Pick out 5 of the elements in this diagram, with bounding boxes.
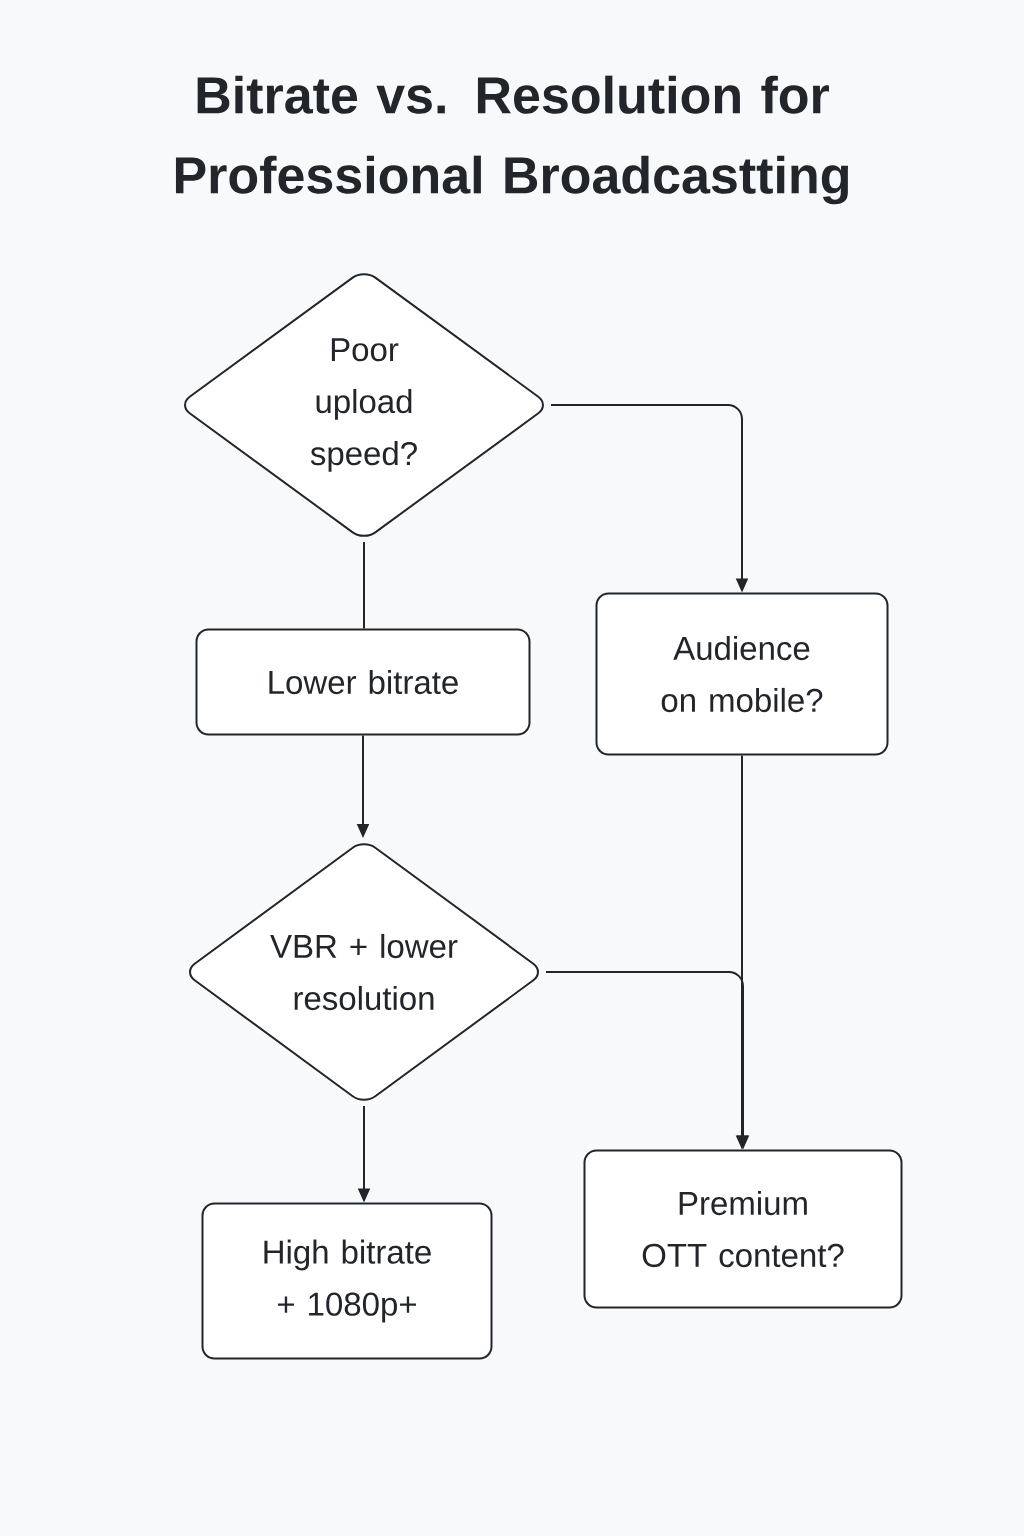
process-box: Lower bitrate xyxy=(195,628,531,736)
process-box: High bitrate + 1080p+ xyxy=(201,1202,493,1360)
process-box: Premium OTT content? xyxy=(583,1149,903,1309)
process-box: Audience on mobile? xyxy=(595,592,889,756)
title: Bitrate vs. Resolution for Professional Broadcastting xyxy=(175,75,848,205)
